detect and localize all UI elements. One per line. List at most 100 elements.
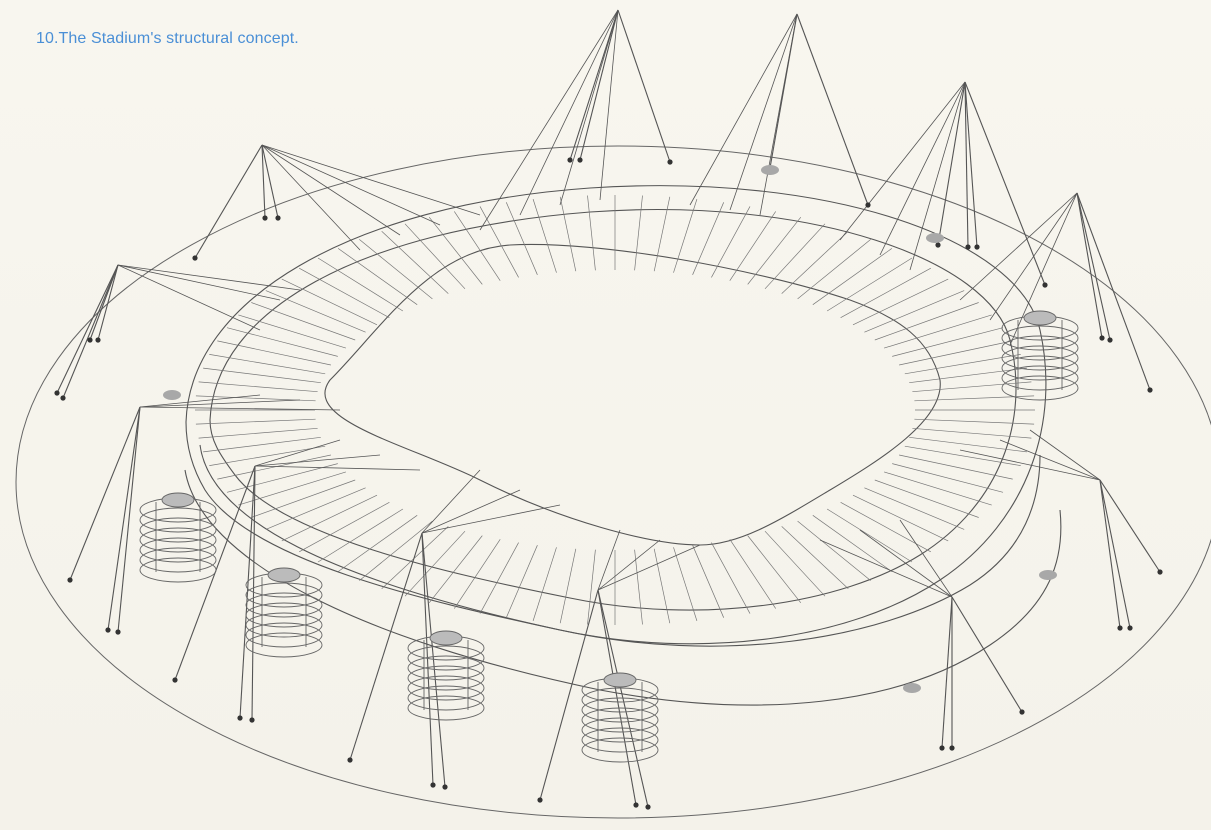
mast-leg — [1099, 479, 1131, 629]
roof-rafter — [874, 479, 979, 518]
roof-rafter — [764, 223, 826, 290]
roof-rafter — [317, 257, 404, 312]
roof-rafter — [454, 211, 501, 281]
roof-rafter — [797, 239, 871, 300]
mast-leg — [107, 406, 141, 631]
suspension-cable — [999, 439, 1101, 481]
suspension-cable — [759, 13, 798, 216]
anchor-foot — [95, 337, 101, 343]
anchor-foot — [60, 395, 66, 401]
suspension-cable — [139, 399, 301, 408]
spiral-ramp-tower — [1001, 310, 1079, 401]
mast-assembly — [194, 144, 481, 259]
mast-leg — [951, 596, 1023, 713]
suspension-cable — [859, 529, 953, 598]
mast-assembly — [959, 429, 1161, 629]
ramp-coil — [245, 632, 323, 658]
roof-rafter — [251, 479, 356, 518]
mast-assembly — [174, 439, 421, 721]
suspension-cable — [519, 9, 619, 216]
roof-rafter — [479, 206, 519, 278]
suspension-cable — [729, 13, 798, 211]
anchor-foot — [667, 159, 673, 165]
mast-leg — [421, 532, 434, 786]
roof-rafter — [781, 526, 849, 590]
anchor-foot — [965, 244, 971, 250]
mast-assembly — [349, 469, 561, 788]
ramp-coil — [407, 645, 485, 671]
roof-rafter — [299, 267, 390, 319]
mast-leg — [89, 264, 119, 341]
roof-rafter — [559, 548, 577, 624]
roof-rafter — [899, 454, 1013, 480]
ramp-coil — [1001, 365, 1079, 391]
mast-assembly — [69, 394, 341, 633]
mast-leg — [261, 144, 279, 219]
suspension-cable — [139, 406, 341, 411]
roof-rafter — [812, 248, 893, 305]
ramp-coil — [139, 527, 217, 553]
anchor-mound — [761, 165, 779, 175]
mast-leg — [1099, 479, 1121, 629]
mast-leg — [964, 81, 969, 248]
suspension-cable — [254, 454, 381, 467]
roof-rafter — [265, 290, 366, 333]
roof-rafter — [883, 471, 992, 506]
ramp-coil — [245, 622, 323, 648]
anchor-foot — [939, 745, 945, 751]
suspension-cable — [254, 439, 341, 467]
anchor-feet — [54, 157, 1163, 810]
mast-leg — [62, 264, 119, 399]
anchor-foot — [87, 337, 93, 343]
ramp-coil — [245, 612, 323, 638]
ramp-cap — [1023, 310, 1057, 326]
anchor-foot — [1157, 569, 1163, 575]
mast-leg — [1076, 192, 1111, 341]
ramp-coil — [581, 717, 659, 743]
ramp-cap — [603, 672, 637, 688]
roof-rafter — [711, 206, 751, 278]
anchor-mound — [903, 683, 921, 693]
mast-leg — [251, 465, 256, 721]
roof-rafter — [238, 471, 347, 506]
mast-leg — [261, 144, 266, 219]
roof-rafter — [381, 230, 449, 294]
middle-roof-ring — [209, 209, 1017, 611]
suspension-cable — [819, 539, 953, 598]
suspension-cable — [599, 9, 619, 201]
mast-assembly — [689, 13, 869, 216]
roof-rafter — [203, 436, 321, 453]
ramp-coil — [581, 697, 659, 723]
mast-leg — [1099, 479, 1161, 573]
mast-leg — [937, 81, 966, 246]
roof-rafter — [909, 367, 1027, 384]
suspension-cable — [959, 192, 1078, 301]
roof-rafter — [587, 549, 596, 625]
roof-rafter — [692, 545, 725, 618]
mast-leg — [617, 9, 671, 163]
roof-rafter — [505, 202, 538, 275]
roof-rafter — [781, 230, 849, 294]
site-outline — [15, 145, 1211, 819]
suspension-cable — [421, 504, 561, 534]
roof-rafter — [209, 445, 326, 466]
suspension-cable — [1029, 429, 1101, 481]
suspension-cable — [261, 144, 481, 216]
suspension-cable — [959, 449, 1101, 481]
anchor-mound — [1039, 570, 1057, 580]
anchor-foot — [192, 255, 198, 261]
roof-rafter — [840, 267, 931, 319]
spiral-ramp-tower — [245, 567, 323, 658]
suspension-cable — [117, 264, 261, 331]
mast-assembly — [479, 9, 671, 231]
roof-rafter — [587, 195, 596, 271]
roof-rafter — [653, 548, 671, 624]
suspension-cable — [421, 489, 521, 534]
roof-rafter — [532, 198, 557, 273]
mast-leg — [117, 406, 141, 633]
mast-leg — [1076, 192, 1103, 339]
anchor-foot — [430, 782, 436, 788]
suspension-cable — [899, 519, 953, 598]
